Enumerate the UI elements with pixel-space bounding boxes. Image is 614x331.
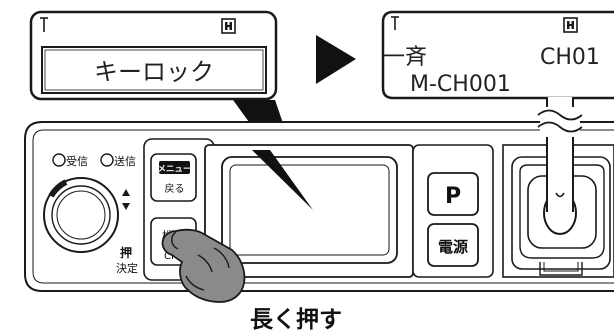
lcd-after-frame (381, 10, 614, 100)
cable-break-icon (537, 109, 583, 121)
microphone-cable (537, 97, 583, 212)
arrow-right-icon (316, 35, 356, 84)
knob-select-label: 決定 (116, 261, 138, 275)
display-screen (221, 156, 398, 264)
pressing-hand-icon (161, 228, 246, 303)
group-call-label: 一斉 (383, 45, 427, 70)
indicator-receive-label: 受信 (66, 155, 88, 168)
lcd-before: キーロック (29, 10, 278, 101)
menu-back-button[interactable]: メニュー 戻る (150, 153, 197, 202)
callout-pointer-tip (252, 150, 313, 210)
lcd-after: 一斉 CH01 M-CH001 (381, 10, 614, 100)
indicator-send: 送信 (100, 153, 136, 168)
power-button[interactable]: 電源 (427, 223, 479, 267)
memory-channel-label: M-CH001 (410, 72, 511, 97)
channel-knob[interactable] (43, 177, 119, 253)
indicator-send-label: 送信 (114, 154, 136, 168)
ch-key-label: CH (164, 251, 179, 262)
power-key-label: 電源 (438, 238, 468, 256)
antenna-icon (391, 16, 399, 30)
menu-key-label: メニュー (157, 165, 191, 175)
p-button[interactable]: P (427, 172, 479, 216)
antenna-icon (40, 17, 48, 32)
key-lock-message-box (41, 46, 267, 94)
h-status-icon (221, 18, 236, 34)
up-down-arrows-icon (122, 189, 130, 210)
key-lock-message: キーロック (94, 58, 214, 86)
knob-push-label: 押 (120, 245, 132, 260)
indicator-receive: 受信 (52, 153, 88, 168)
h-status-icon (563, 17, 578, 33)
long-press-caption: 長く押す (250, 307, 342, 331)
p-key-label: P (445, 184, 461, 209)
back-key-label: 戻る (165, 182, 185, 195)
channel-label: CH01 (540, 45, 600, 70)
